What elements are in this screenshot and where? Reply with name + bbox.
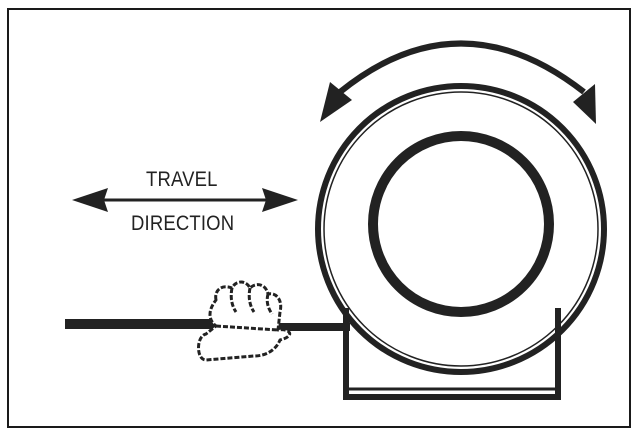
- travel-arrow-icon: [72, 188, 298, 212]
- support-bracket: [343, 308, 561, 400]
- outer-tire: [315, 83, 607, 375]
- handle-bar: [65, 319, 350, 331]
- hub-ring: [368, 131, 554, 317]
- outer-tire-inner-edge: [323, 91, 599, 367]
- rotation-arrow-icon: [320, 40, 596, 124]
- travel-label: TRAVEL: [146, 168, 218, 191]
- direction-label: DIRECTION: [131, 212, 235, 235]
- hand-icon: [197, 280, 292, 362]
